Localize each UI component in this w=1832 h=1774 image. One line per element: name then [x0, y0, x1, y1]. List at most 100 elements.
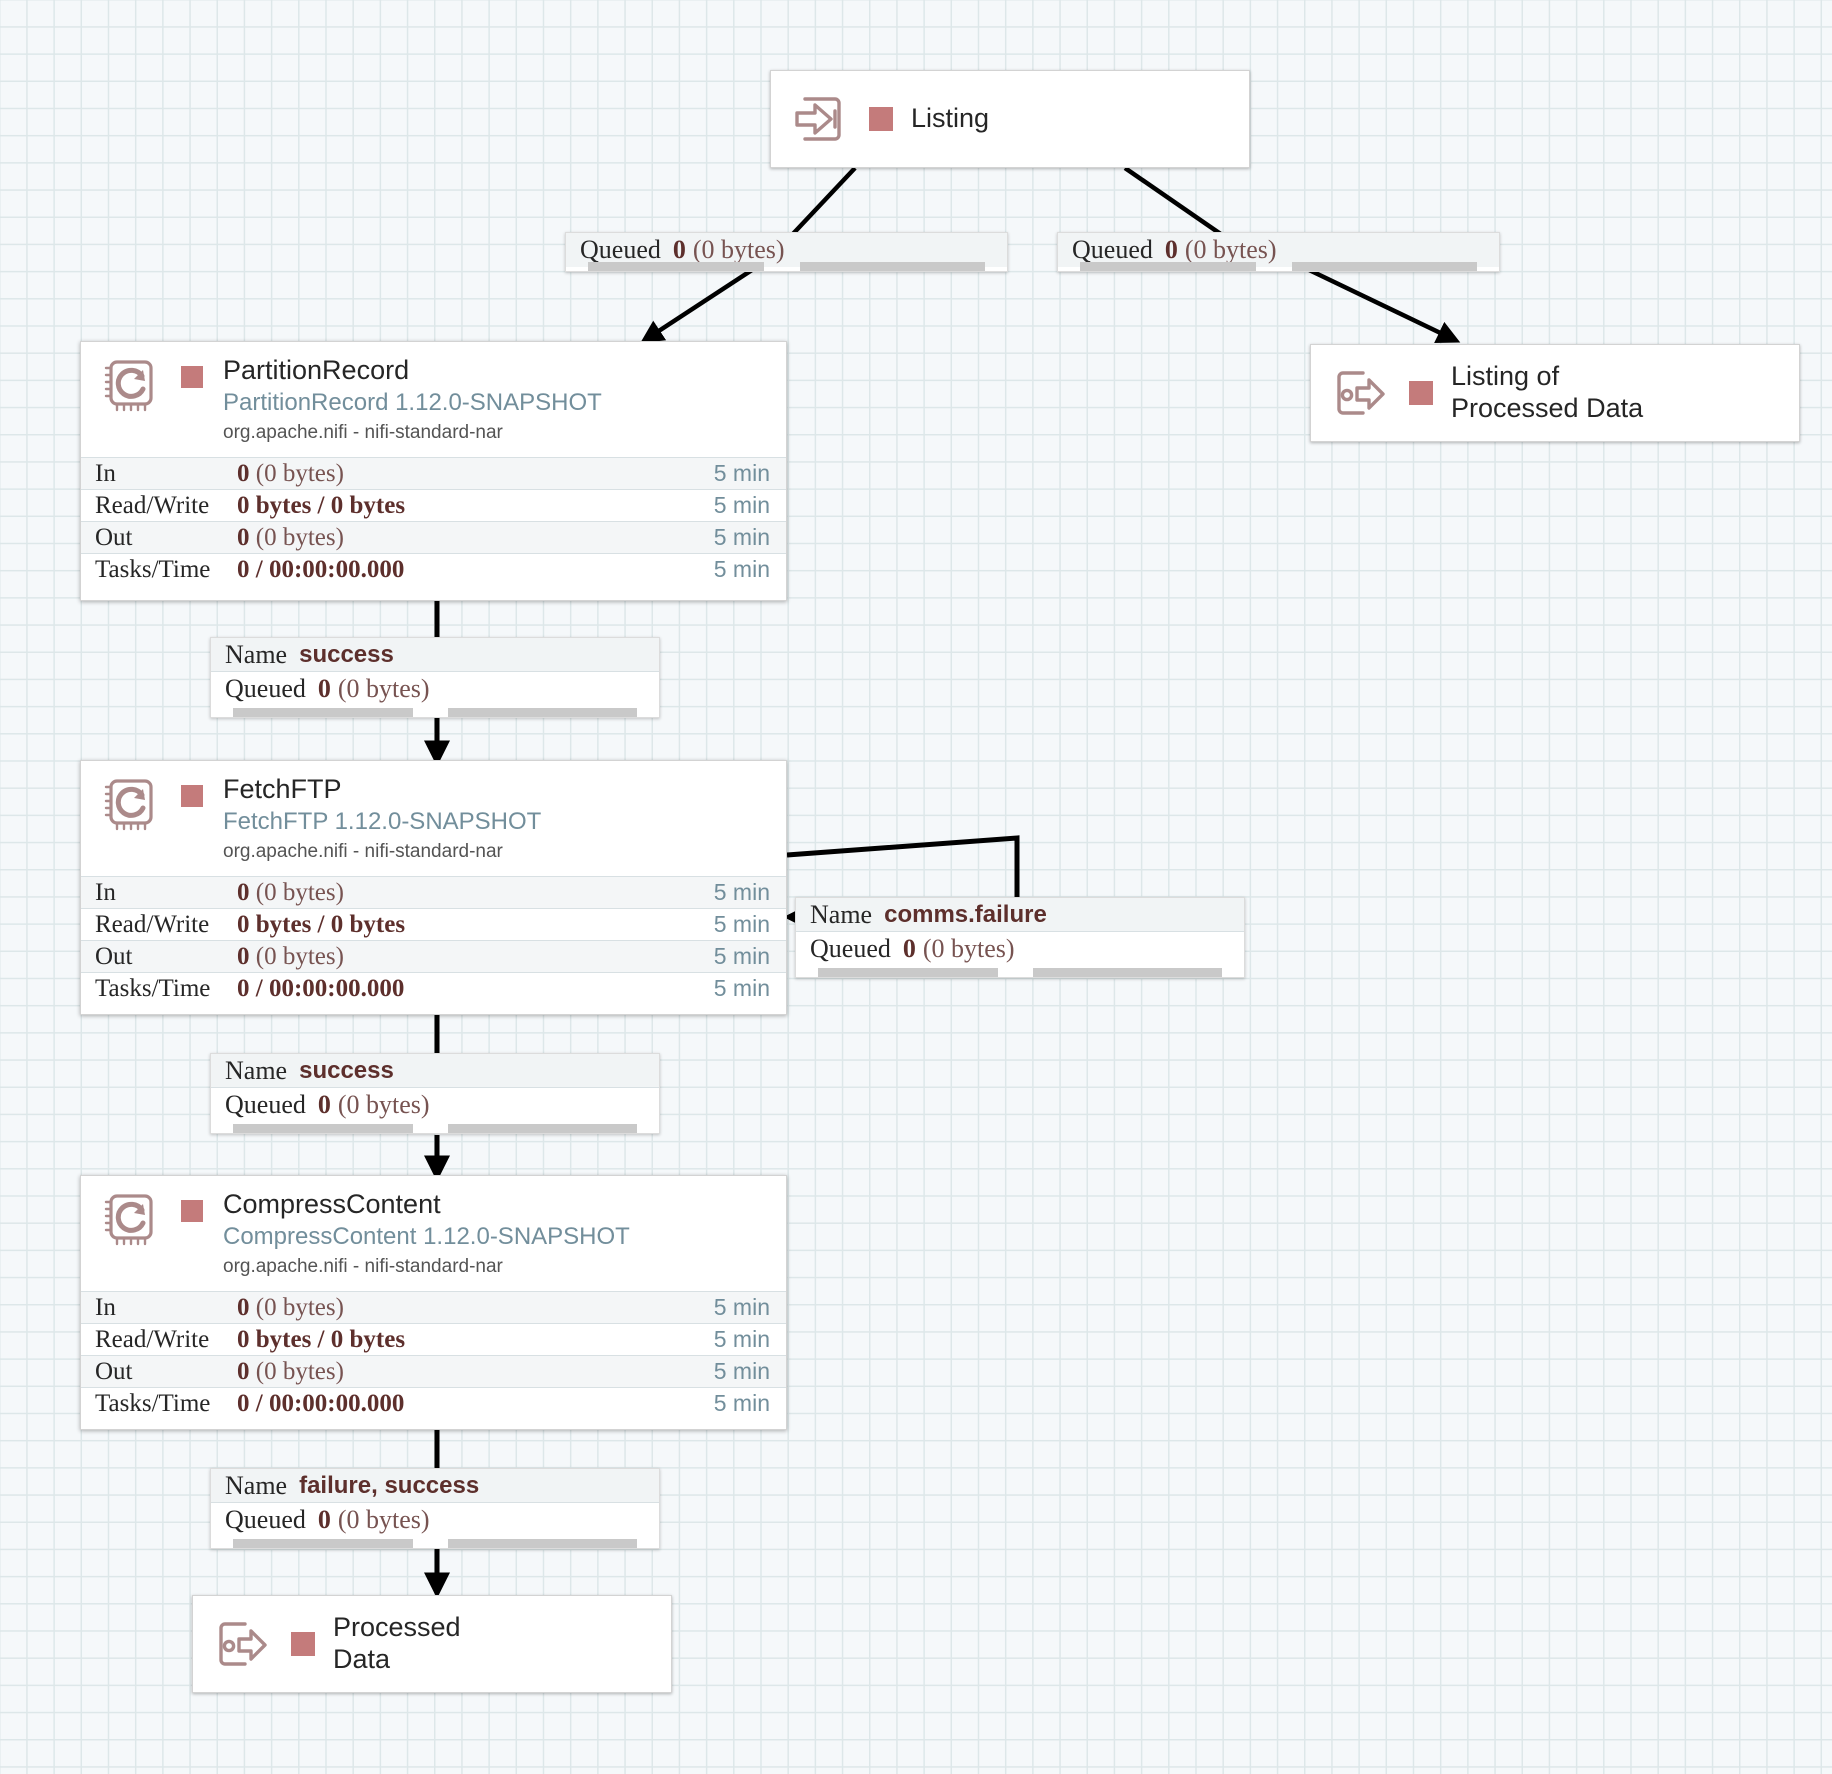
name-label: Name — [225, 1470, 288, 1500]
name-row: Name comms.failure — [796, 898, 1244, 932]
stat-label: Tasks/Time — [95, 1389, 211, 1417]
queue-count-bar — [588, 262, 765, 271]
connection-label-fetchftp-success[interactable]: Name success Queued 0 (0 bytes) — [210, 1053, 660, 1134]
stat-value: 0 bytes / 0 bytes — [237, 491, 406, 519]
queued-row: Queued 0 (0 bytes) — [211, 1503, 659, 1537]
edge-fetchftp-commsfailure-loop-out — [786, 835, 1020, 917]
queue-progress-bars — [1058, 262, 1499, 271]
name-label: Name — [225, 1055, 288, 1085]
queued-count: 0 — [317, 1090, 331, 1119]
connection-label-fetchftp-comms-failure[interactable]: Name comms.failure Queued 0 (0 bytes) — [795, 897, 1245, 978]
processed-data-output-port[interactable]: Processed Data — [192, 1595, 672, 1693]
status-badge — [181, 366, 203, 388]
stat-label: Read/Write — [95, 491, 210, 519]
status-badge — [181, 1200, 203, 1222]
edge-listing-to-queued-left — [788, 166, 857, 239]
queued-count: 0 — [317, 1505, 331, 1534]
stat-value: 0 bytes / 0 bytes — [237, 1325, 406, 1353]
stat-time: 5 min — [713, 1326, 770, 1353]
stat-time: 5 min — [713, 1294, 770, 1321]
stat-time: 5 min — [713, 556, 770, 583]
queued-row: Queued 0 (0 bytes) — [211, 672, 659, 706]
port-label: Listing of Processed Data — [1451, 361, 1644, 423]
processor-header: PartitionRecord PartitionRecord 1.12.0-S… — [81, 342, 786, 458]
stat-row-out: Out 0 (0 bytes) 5 min — [81, 521, 786, 554]
output-port-icon — [213, 1616, 269, 1672]
processor-text-block: CompressContent CompressContent 1.12.0-S… — [223, 1189, 630, 1279]
processor-bundle: org.apache.nifi - nifi-standard-nar — [223, 1256, 503, 1278]
processor-type: FetchFTP 1.12.0-SNAPSHOT — [223, 808, 542, 836]
queue-size-bar — [448, 1124, 637, 1133]
name-label: Name — [225, 639, 288, 669]
processor-bundle: org.apache.nifi - nifi-standard-nar — [223, 841, 503, 863]
processor-name: CompressContent — [223, 1189, 441, 1219]
queue-size-bar — [1033, 968, 1222, 977]
processor-name: FetchFTP — [223, 774, 342, 804]
processor-type: PartitionRecord 1.12.0-SNAPSHOT — [223, 389, 602, 417]
connection-label-listing-to-partitionrecord[interactable]: Queued 0 (0 bytes) — [565, 232, 1008, 272]
queued-row: Queued 0 (0 bytes) — [566, 233, 1007, 267]
listing-of-processed-data-output-port[interactable]: Listing of Processed Data — [1310, 344, 1800, 442]
queued-label: Queued — [1072, 235, 1153, 264]
queued-count: 0 — [317, 674, 331, 703]
queued-label: Queued — [810, 934, 891, 963]
stat-time: 5 min — [713, 460, 770, 487]
status-badge — [869, 107, 893, 131]
stat-label: Tasks/Time — [95, 974, 211, 1002]
input-port-icon — [791, 91, 847, 147]
queued-bytes: (0 bytes) — [1184, 235, 1277, 264]
listing-input-port[interactable]: Listing — [770, 70, 1250, 168]
stat-value: 0 bytes / 0 bytes — [237, 910, 406, 938]
queued-bytes: (0 bytes) — [337, 1505, 430, 1534]
relationship-name: success — [299, 640, 394, 668]
processor-partitionrecord[interactable]: PartitionRecord PartitionRecord 1.12.0-S… — [80, 341, 787, 601]
processor-chip-icon — [101, 775, 161, 835]
stat-label: Out — [95, 942, 133, 970]
status-badge — [291, 1632, 315, 1656]
stat-time: 5 min — [713, 524, 770, 551]
stat-value: 0 / 00:00:00.000 — [237, 1389, 405, 1417]
processor-compresscontent[interactable]: CompressContent CompressContent 1.12.0-S… — [80, 1175, 787, 1430]
stat-label: Out — [95, 1357, 133, 1385]
name-row: Name success — [211, 638, 659, 672]
connection-label-compresscontent-failure-success[interactable]: Name failure, success Queued 0 (0 bytes) — [210, 1468, 660, 1549]
processor-chip-icon — [101, 356, 161, 416]
stat-row-in: In 0 (0 bytes) 5 min — [81, 457, 786, 490]
queued-count: 0 — [672, 235, 686, 264]
name-row: Name success — [211, 1054, 659, 1088]
stat-row-taskstime: Tasks/Time 0 / 00:00:00.000 5 min — [81, 1387, 786, 1420]
stat-value: 0 / 00:00:00.000 — [237, 974, 405, 1002]
queued-label: Queued — [580, 235, 661, 264]
status-badge — [1409, 381, 1433, 405]
queue-count-bar — [1080, 262, 1257, 271]
relationship-name: success — [299, 1056, 394, 1084]
processor-fetchftp[interactable]: FetchFTP FetchFTP 1.12.0-SNAPSHOT org.ap… — [80, 760, 787, 1015]
relationship-name: failure, success — [299, 1471, 480, 1499]
queue-count-bar — [233, 1539, 413, 1548]
queue-progress-bars — [211, 1539, 659, 1548]
queue-size-bar — [448, 708, 637, 717]
stat-time: 5 min — [713, 975, 770, 1002]
stat-label: Read/Write — [95, 1325, 210, 1353]
processor-header: FetchFTP FetchFTP 1.12.0-SNAPSHOT org.ap… — [81, 761, 786, 877]
stat-row-readwrite: Read/Write 0 bytes / 0 bytes 5 min — [81, 489, 786, 522]
relationship-name: comms.failure — [884, 900, 1047, 928]
processor-name: PartitionRecord — [223, 355, 410, 385]
edge-listing-to-queued-right — [1123, 166, 1227, 239]
stat-label: In — [95, 1293, 116, 1321]
queue-count-bar — [233, 708, 413, 717]
connection-label-listing-to-output-port[interactable]: Queued 0 (0 bytes) — [1057, 232, 1500, 272]
queued-row: Queued 0 (0 bytes) — [1058, 233, 1499, 267]
stat-row-taskstime: Tasks/Time 0 / 00:00:00.000 5 min — [81, 972, 786, 1005]
stat-label: Read/Write — [95, 910, 210, 938]
stat-time: 5 min — [713, 943, 770, 970]
stat-value: 0 (0 bytes) — [237, 1357, 344, 1385]
stat-label: In — [95, 878, 116, 906]
port-label: Processed Data — [333, 1612, 461, 1674]
queue-progress-bars — [566, 262, 1007, 271]
queued-bytes: (0 bytes) — [692, 235, 785, 264]
connection-label-partitionrecord-success[interactable]: Name success Queued 0 (0 bytes) — [210, 637, 660, 718]
queue-progress-bars — [211, 1124, 659, 1133]
